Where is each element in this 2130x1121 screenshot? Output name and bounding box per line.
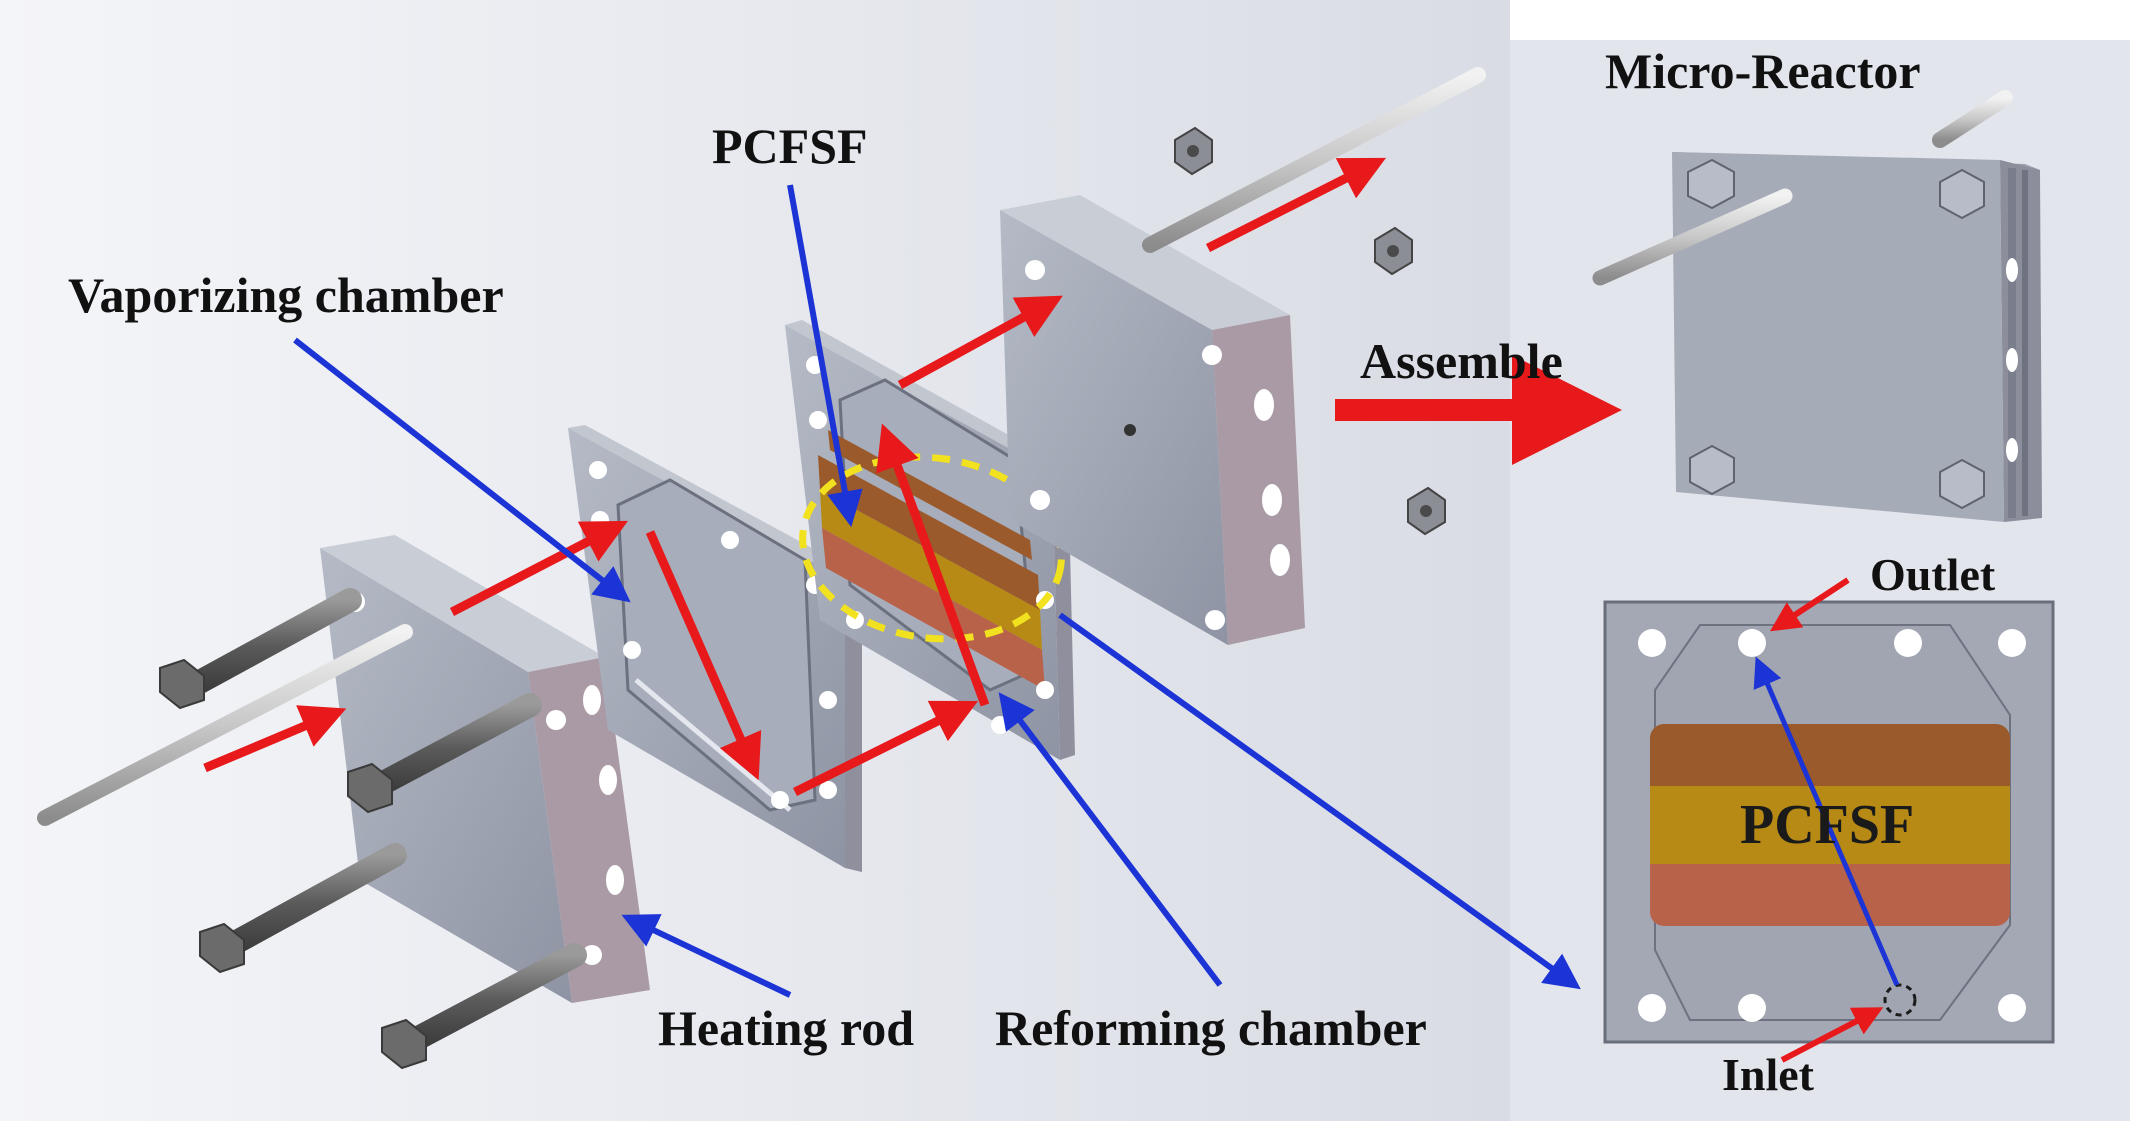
label-pcfsf: PCFSF [712, 118, 868, 174]
flow-arrow-to-vaporizer [449, 520, 628, 616]
bolt-hole [1998, 629, 2026, 657]
detail-plate-view [1603, 577, 2055, 1063]
bolt-hole [1638, 994, 1666, 1022]
inlet-arrow [1780, 1007, 1884, 1063]
flow-arrow-vaporizer-down [645, 530, 762, 781]
label-assemble: Assemble [1360, 333, 1563, 389]
label-inlet: Inlet [1722, 1049, 1815, 1100]
label-vaporizing-chamber: Vaporizing chamber [68, 267, 504, 323]
label-heating-rod: Heating rod [658, 1000, 914, 1056]
label-reforming-chamber: Reforming chamber [995, 1000, 1427, 1056]
flow-arrow-to-reformer [792, 700, 979, 797]
bolt-hole [1738, 994, 1766, 1022]
outlet-hole [1738, 629, 1766, 657]
callout-arrow-detail [1058, 612, 1581, 990]
flow-arrow-reformer-up [876, 423, 990, 707]
label-pcfsf-detail: PCFSF [1740, 794, 1914, 856]
internal-flow-arrow [1753, 656, 1900, 986]
flow-arrow-outlet [1205, 157, 1387, 253]
flow-arrows [203, 157, 1622, 797]
callout-arrow-reforming [998, 692, 1223, 987]
bolt-hole [1638, 629, 1666, 657]
heating-rod-right [1142, 67, 1486, 253]
flow-arrow-inlet [203, 705, 347, 773]
label-outlet: Outlet [1870, 549, 1996, 600]
micro-reactor-assembled [1592, 90, 2042, 522]
nuts [1174, 126, 1446, 536]
foam-layer-top [1650, 724, 2010, 786]
foam-layer-bottom [1650, 864, 2010, 926]
callout-arrow-vaporizing [293, 337, 631, 603]
heating-rod-left [37, 624, 413, 826]
label-micro-reactor: Micro-Reactor [1605, 43, 1921, 99]
callout-arrows [293, 184, 1581, 998]
callout-arrow-pcfsf [787, 184, 863, 528]
outlet-arrow [1769, 577, 1850, 632]
flow-arrow-to-cover [897, 295, 1063, 389]
bolt-hole [1998, 994, 2026, 1022]
bolt-hole [1894, 629, 1922, 657]
pcfsf-highlight-ellipse [799, 453, 1065, 643]
bolts-left [159, 588, 587, 1070]
inlet-hole [1883, 983, 1917, 1017]
callout-arrow-heating-rod [621, 914, 792, 998]
